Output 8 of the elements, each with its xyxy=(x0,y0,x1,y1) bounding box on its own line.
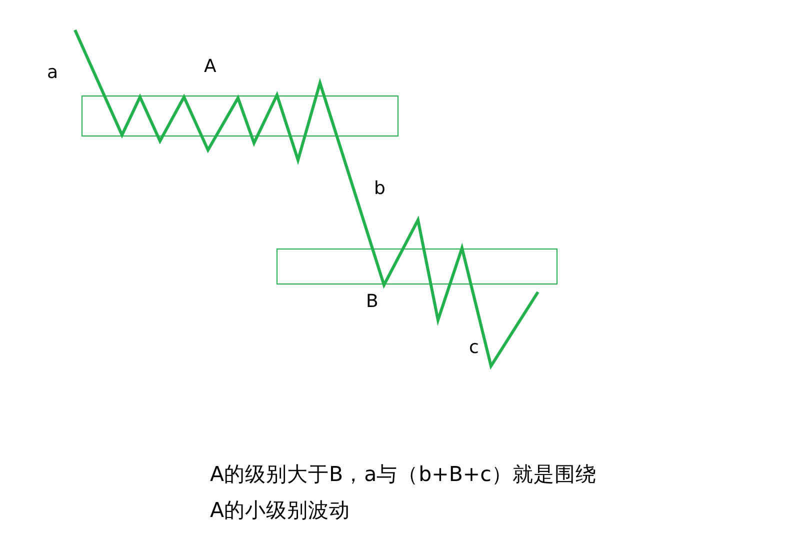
wave-label: a xyxy=(47,63,58,83)
caption: A的级别大于B，a与（b+B+c）就是围绕A的小级别波动 xyxy=(210,461,598,524)
range-box xyxy=(276,248,558,284)
range-box xyxy=(82,96,398,136)
wave-label: b xyxy=(374,179,386,199)
wave-label: A xyxy=(204,57,216,77)
wave-label: B xyxy=(366,292,378,312)
wave-label: c xyxy=(469,338,479,358)
